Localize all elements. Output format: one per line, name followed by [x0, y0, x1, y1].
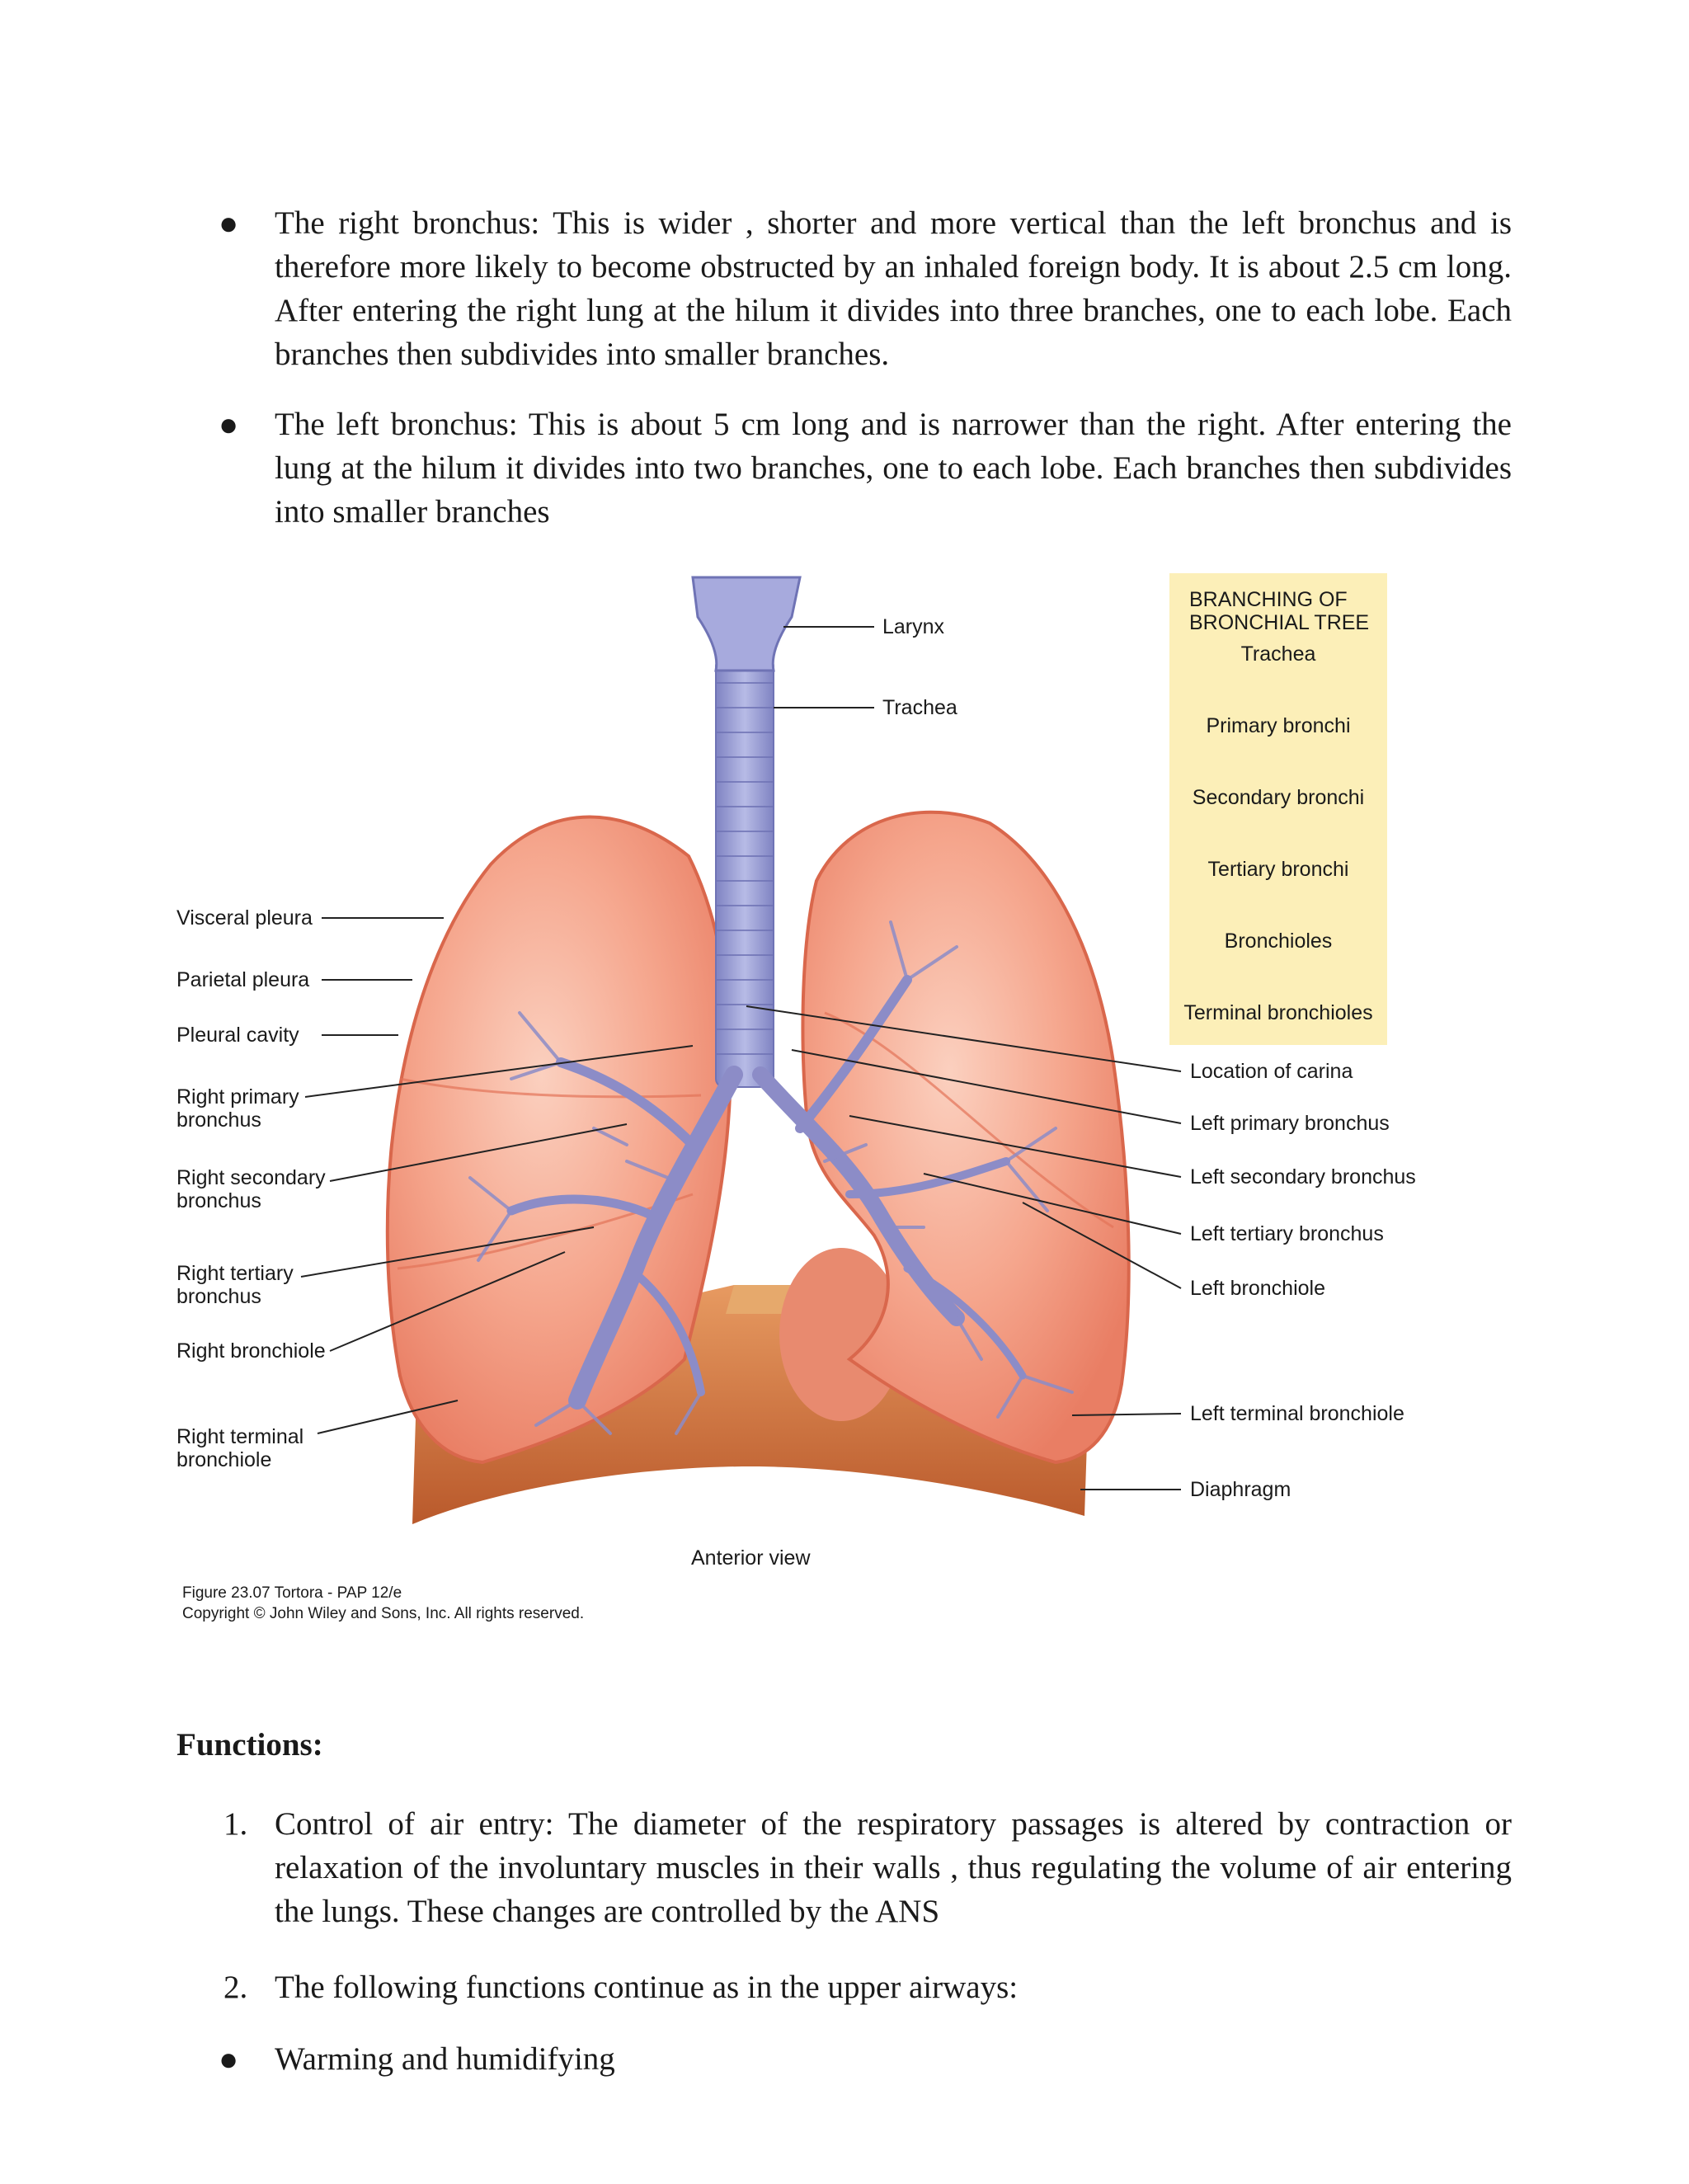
bullet-text: The right bronchus: This is wider , shor…: [275, 205, 1512, 372]
figure-caption-line-2: Copyright © John Wiley and Sons, Inc. Al…: [182, 1605, 585, 1622]
bullet-dot: ●: [219, 406, 239, 443]
label-line: Right secondary: [176, 1166, 326, 1189]
tree-item-trachea: Trachea: [1240, 642, 1316, 666]
label-line: bronchus: [176, 1108, 261, 1132]
label-line: bronchus: [176, 1189, 261, 1212]
label-left-secondary-bronchus: Left secondary bronchus: [1190, 1165, 1416, 1188]
label-location-carina: Location of carina: [1190, 1060, 1353, 1083]
label-visceral-pleura: Visceral pleura: [176, 906, 313, 930]
tree-box-title: BRANCHING OF BRONCHIAL TREE: [1189, 588, 1369, 634]
label-left-bronchiole: Left bronchiole: [1190, 1277, 1326, 1300]
bullet-warming: ● Warming and humidifying: [219, 2037, 1512, 2081]
function-item-1: 1. Control of air entry: The diameter of…: [223, 1802, 1512, 1933]
label-line: Right terminal: [176, 1425, 304, 1448]
bullet-left-bronchus: ● The left bronchus: This is about 5 cm …: [219, 402, 1512, 534]
label-left-terminal-bronchiole: Left terminal bronchiole: [1190, 1402, 1404, 1425]
larynx-shape: [691, 576, 802, 672]
bullet-right-bronchus: ● The right bronchus: This is wider , sh…: [219, 201, 1512, 376]
label-right-terminal-bronchiole: Right terminal bronchiole: [176, 1425, 303, 1471]
label-trachea: Trachea: [882, 696, 957, 719]
tree-item-bronchioles: Bronchioles: [1224, 930, 1333, 953]
bullet-text: Warming and humidifying: [275, 2041, 615, 2077]
label-right-primary-bronchus: Right primary bronchus: [176, 1085, 299, 1132]
bullet-dot: ●: [219, 205, 239, 242]
function-item-2: 2. The following functions continue as i…: [223, 1965, 1512, 2009]
label-left-primary-bronchus: Left primary bronchus: [1190, 1112, 1390, 1135]
tree-item-secondary: Secondary bronchi: [1192, 786, 1365, 809]
label-line: bronchiole: [176, 1448, 272, 1471]
label-anterior-view: Anterior view: [691, 1546, 811, 1570]
label-line: Right tertiary: [176, 1262, 294, 1285]
leader-lines: [300, 626, 1182, 1490]
label-line: bronchus: [176, 1285, 261, 1308]
label-diaphragm: Diaphragm: [1190, 1478, 1291, 1501]
figure-caption-line-1: Figure 23.07 Tortora - PAP 12/e: [182, 1584, 402, 1602]
label-pleural-cavity: Pleural cavity: [176, 1024, 299, 1047]
tree-item-tertiary: Tertiary bronchi: [1207, 858, 1349, 881]
item-number: 2.: [223, 1970, 248, 2005]
functions-heading: Functions:: [176, 1727, 323, 1763]
bullet-dot: ●: [219, 2040, 239, 2078]
label-larynx: Larynx: [882, 615, 945, 638]
label-parietal-pleura: Parietal pleura: [176, 968, 310, 991]
label-line: Right primary: [176, 1085, 299, 1108]
trachea-shape: [715, 657, 774, 1088]
item-text: The following functions continue as in t…: [275, 1970, 1019, 2005]
branching-tree-box: BRANCHING OF BRONCHIAL TREE Trachea Prim…: [1169, 573, 1387, 1045]
label-right-tertiary-bronchus: Right tertiary bronchus: [176, 1262, 294, 1308]
bronchial-tree-figure: BRANCHING OF BRONCHIAL TREE Trachea Prim…: [165, 567, 1418, 1636]
lung-illustration: [300, 576, 1287, 1524]
label-right-secondary-bronchus: Right secondary bronchus: [176, 1166, 326, 1212]
item-text: Control of air entry: The diameter of th…: [275, 1806, 1512, 1929]
bronchial-tree-shape: [468, 920, 1074, 1435]
item-number: 1.: [223, 1806, 248, 1842]
tree-item-primary: Primary bronchi: [1206, 714, 1351, 737]
tree-title-line-2: BRONCHIAL TREE: [1189, 611, 1370, 634]
heart-notch: [779, 1248, 903, 1421]
bullet-text: The left bronchus: This is about 5 cm lo…: [275, 407, 1512, 530]
tree-title-line-1: BRANCHING OF: [1189, 588, 1348, 611]
label-right-bronchiole: Right bronchiole: [176, 1339, 326, 1363]
label-left-tertiary-bronchus: Left tertiary bronchus: [1190, 1222, 1384, 1245]
tree-item-terminal: Terminal bronchioles: [1183, 1001, 1373, 1024]
right-lung: [385, 815, 732, 1465]
